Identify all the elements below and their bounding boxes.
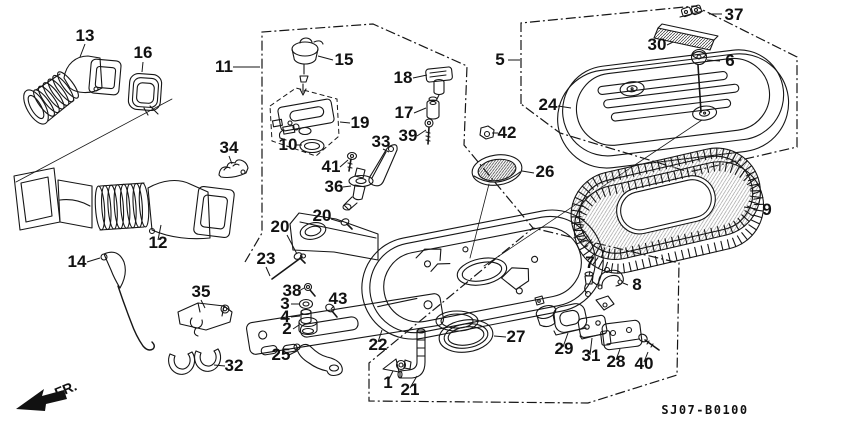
part-label-39: 39 <box>399 126 418 145</box>
part-label-24: 24 <box>539 95 558 114</box>
part-label-13: 13 <box>76 26 95 45</box>
part-12-air-duct <box>13 167 235 240</box>
part-label-6: 6 <box>725 51 734 70</box>
part-label-11: 11 <box>215 57 233 76</box>
part-label-14: 14 <box>68 252 87 271</box>
bellows-rib <box>57 71 79 99</box>
part-20-screw-b <box>293 252 306 264</box>
part-5-air-cleaner-cover <box>557 49 790 169</box>
part-17-valve-cap <box>426 96 440 120</box>
part-label-9: 9 <box>762 200 771 219</box>
leader-lines <box>79 13 758 389</box>
part-37-clip <box>679 4 704 18</box>
part-label-10: 10 <box>279 135 298 154</box>
part-6-wing-bolt <box>690 48 708 113</box>
part-42-nut <box>479 125 495 140</box>
part-33-stay <box>368 144 398 187</box>
part-27-seal-ring <box>438 319 494 353</box>
part-8-tube-clip <box>597 266 624 290</box>
part-23-rod <box>271 253 307 280</box>
part-14-hook-wire <box>100 251 155 351</box>
part-label-12: 12 <box>149 233 168 252</box>
part-15-control-valve <box>291 37 324 96</box>
part-label-42: 42 <box>498 123 517 142</box>
boundary-box-19 <box>269 87 340 157</box>
part-36-joint <box>342 167 374 211</box>
part-label-28: 28 <box>607 352 626 371</box>
part-43-screw <box>325 303 338 318</box>
part-label-34: 34 <box>220 138 239 157</box>
part-label-33: 33 <box>372 132 391 151</box>
part-label-30: 30 <box>648 35 667 54</box>
part-label-43: 43 <box>329 289 348 308</box>
part-28-chamber <box>600 319 643 351</box>
part-19-tubing-kit <box>271 98 335 141</box>
part-label-23: 23 <box>257 249 276 268</box>
part-1-check-valve <box>382 358 412 373</box>
part-label-2: 2 <box>282 319 291 338</box>
part-label-31: 31 <box>582 346 601 365</box>
part-label-7: 7 <box>585 253 594 272</box>
part-34-clip <box>218 159 249 179</box>
part-32-tube-clamp <box>168 348 222 375</box>
part-label-1: 1 <box>383 373 392 392</box>
part-7-valve <box>584 271 598 298</box>
fr-label: FR. <box>52 377 79 400</box>
part-13-intake-duct <box>23 55 122 125</box>
fr-indicator: FR. <box>16 377 79 411</box>
part-label-29: 29 <box>555 339 574 358</box>
part-label-18: 18 <box>394 68 413 87</box>
part-22-bracket <box>246 293 444 356</box>
part-label-38: 38 <box>283 281 302 300</box>
part-label-32: 32 <box>225 356 244 375</box>
part-label-36: 36 <box>325 177 344 196</box>
part-label-8: 8 <box>632 275 641 294</box>
boundary-box-5 <box>520 5 798 173</box>
part-21-tube <box>397 328 426 379</box>
part-41-screw <box>346 151 358 172</box>
part-38-bolt <box>303 282 316 297</box>
part-label-19: 19 <box>351 113 370 132</box>
part-label-4: 4 <box>280 307 290 326</box>
part-label-35: 35 <box>192 282 211 301</box>
part-39-bolt <box>424 118 434 145</box>
part-18-sensor <box>425 66 453 100</box>
part-20-screw-a <box>340 218 353 230</box>
part-30-label-strip <box>653 23 719 51</box>
part-26-screen-dome <box>471 154 523 186</box>
part-label-16: 16 <box>134 43 153 62</box>
bellows-12 <box>94 182 150 231</box>
part-10-o-ring <box>299 138 325 154</box>
part-16-duct-seal <box>127 72 163 116</box>
part-label-20-b: 20 <box>271 217 290 236</box>
part-label-41: 41 <box>322 157 341 176</box>
part-label-25: 25 <box>272 345 291 364</box>
diagram-code: SJ07-B0100 <box>661 403 748 417</box>
boundary-box-11 <box>244 23 680 404</box>
part-9-filter-element <box>570 147 765 274</box>
part-label-40: 40 <box>635 354 654 373</box>
part-label-3: 3 <box>280 294 289 313</box>
part-label-22: 22 <box>369 335 388 354</box>
part-label-26: 26 <box>536 162 555 181</box>
part-label-5: 5 <box>495 50 504 69</box>
part-40-screw <box>638 333 660 351</box>
part-29-grommet <box>552 303 588 336</box>
part-25-stay <box>293 343 343 377</box>
pleat-ticks <box>570 147 761 261</box>
pleat-ticks <box>573 161 765 274</box>
part-label-21: 21 <box>401 380 420 399</box>
part-3-washer <box>298 298 314 310</box>
part-label-17: 17 <box>395 103 414 122</box>
part-4-collar <box>300 308 312 325</box>
part-label-27: 27 <box>507 327 526 346</box>
fr-arrow-icon <box>16 389 67 411</box>
part-label-15: 15 <box>335 50 354 69</box>
part-label-20: 20 <box>313 206 332 225</box>
part-label-37: 37 <box>725 5 744 24</box>
